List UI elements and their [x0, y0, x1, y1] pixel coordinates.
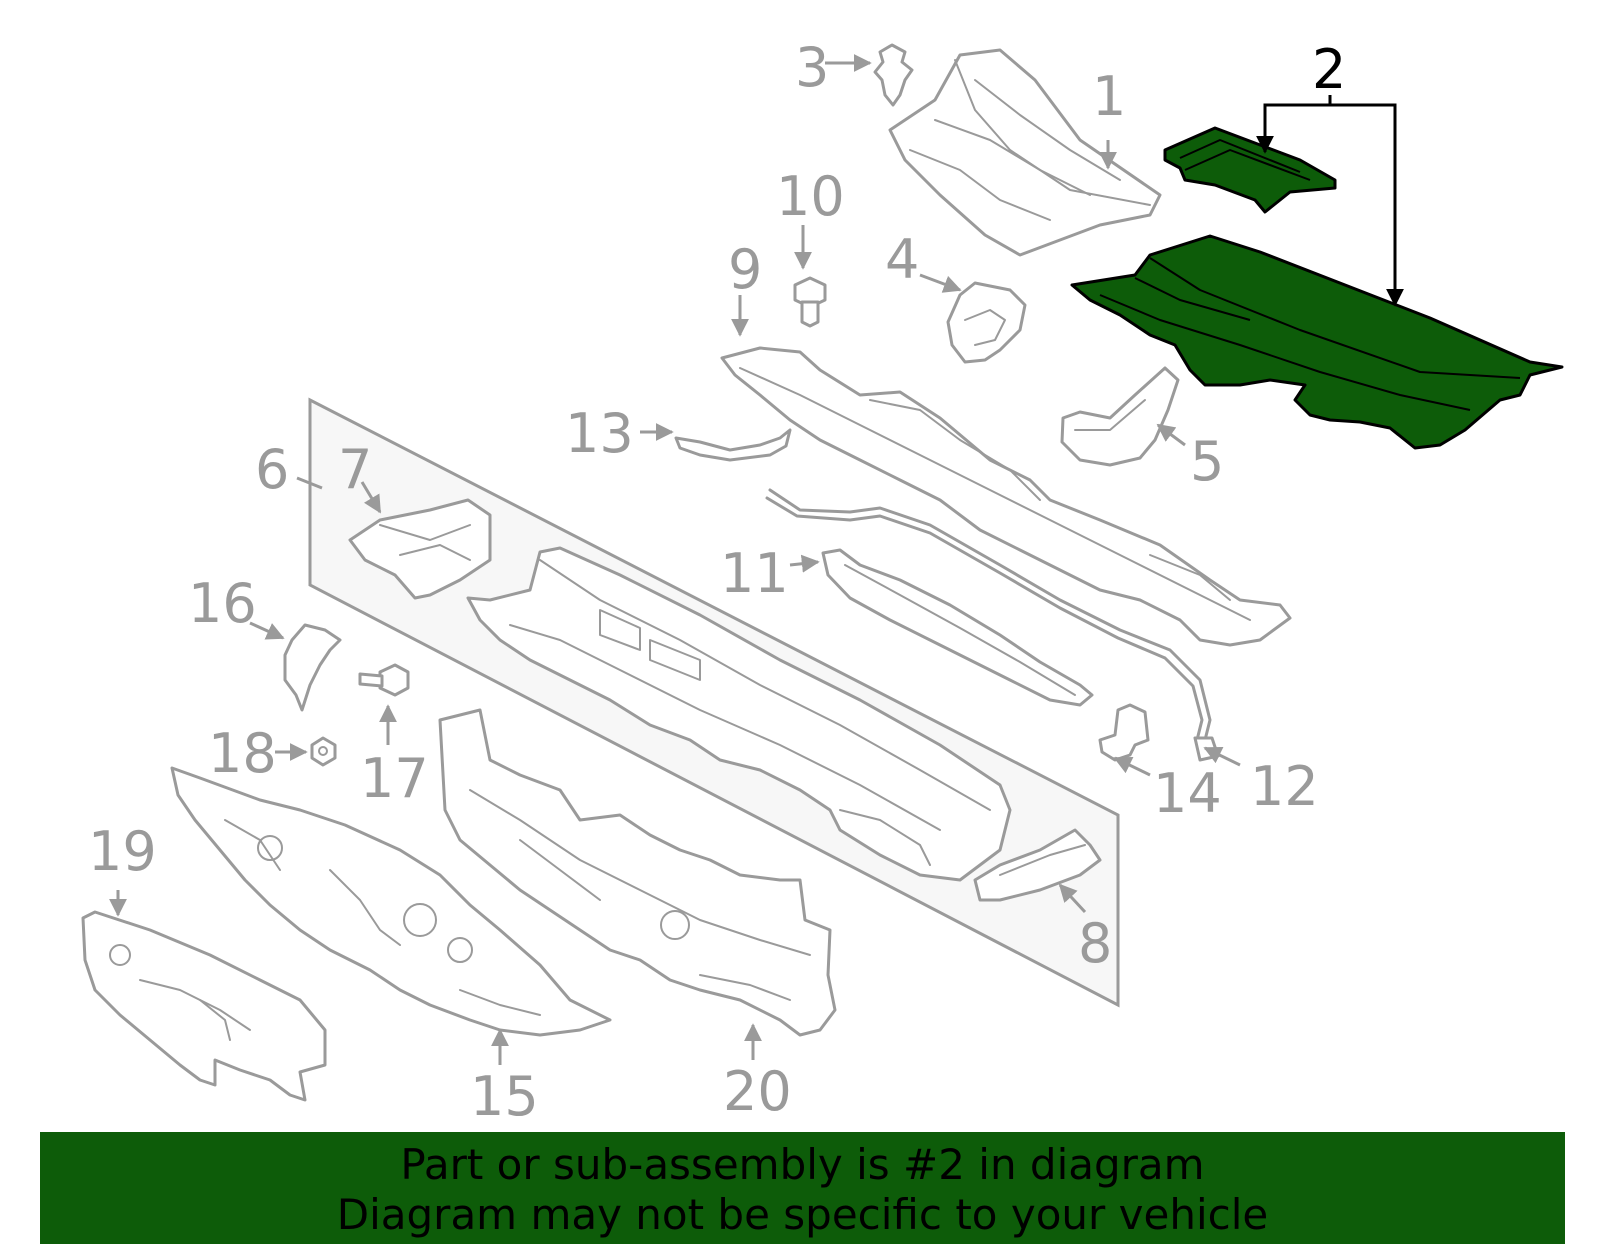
callout-8: 8 [1078, 912, 1112, 975]
callout-13: 13 [565, 402, 634, 465]
callout-1: 1 [1092, 65, 1126, 128]
part-6-dash-upper [466, 546, 1012, 882]
callout-numbers: 3 1 2 10 4 9 13 5 6 7 11 16 18 17 14 12 … [88, 36, 1346, 1128]
leader-lines [109, 54, 1404, 1065]
callout-3: 3 [795, 36, 829, 99]
part-11-reinforcement [821, 548, 1094, 707]
callout-4: 4 [885, 228, 919, 291]
callout-12: 12 [1250, 755, 1319, 818]
callout-15: 15 [470, 1065, 539, 1128]
part-17-bolt [358, 663, 410, 697]
part-20-insulator [438, 708, 837, 1037]
callout-10: 10 [776, 165, 845, 228]
callout-6: 6 [255, 438, 289, 501]
callout-7: 7 [338, 438, 372, 501]
part-18-nut [310, 736, 337, 767]
banner-line-1: Part or sub-assembly is #2 in diagram [400, 1140, 1205, 1189]
callout-5: 5 [1190, 430, 1224, 493]
part-3-clip [873, 43, 914, 107]
callout-11: 11 [720, 542, 789, 605]
callout-2: 2 [1312, 38, 1346, 101]
part-19-insulator [81, 910, 327, 1102]
part-2-lower-panel [1070, 234, 1564, 450]
part-1-cowl-top [888, 48, 1162, 257]
callout-18: 18 [208, 722, 277, 785]
part-4-bracket [946, 281, 1027, 364]
part-5-bracket [1060, 366, 1180, 467]
info-banner: Part or sub-assembly is #2 in diagram Di… [40, 1132, 1565, 1244]
callout-19: 19 [88, 820, 157, 883]
callout-9: 9 [728, 238, 762, 301]
part-8-bracket [973, 828, 1102, 902]
banner-line-2: Diagram may not be specific to your vehi… [336, 1190, 1269, 1239]
part-16-bracket [283, 623, 342, 712]
callout-14: 14 [1153, 762, 1222, 825]
callout-17: 17 [360, 747, 429, 810]
part-2-upper-panel [1163, 126, 1337, 214]
part-13-rod [674, 428, 792, 462]
part-15-dash-insulator [170, 766, 612, 1037]
part-7-bracket [348, 498, 492, 600]
part-10-bolt [793, 276, 827, 328]
callout-16: 16 [188, 572, 257, 635]
part-14-bracket [1098, 703, 1150, 762]
callout-20: 20 [723, 1060, 792, 1123]
part-9-cross-member [720, 346, 1292, 647]
